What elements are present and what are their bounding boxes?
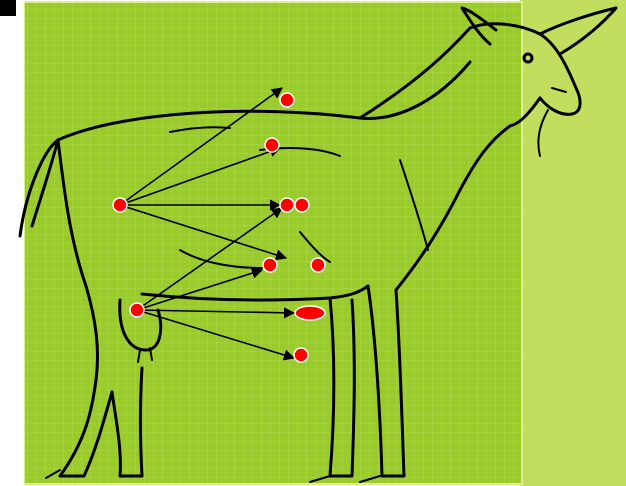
- goat-eye: [522, 52, 534, 64]
- goat-front-leg-left: [328, 296, 356, 478]
- goat-udder: [118, 298, 163, 352]
- goat-front-leg-right: [366, 284, 406, 478]
- outer-tint-strip: [520, 0, 626, 486]
- marker-6: [310, 257, 326, 273]
- arrow-7: [136, 307, 296, 319]
- marker-8: [293, 347, 309, 363]
- goat-chest: [394, 124, 512, 292]
- marker-7: [294, 305, 326, 321]
- marker-3: [279, 197, 295, 213]
- marker-1: [279, 92, 295, 108]
- goat-jaw: [508, 96, 542, 128]
- source-point-lower: [129, 302, 145, 318]
- arrow-2: [119, 146, 282, 206]
- goat-back: [56, 60, 472, 142]
- left-white-margin: [0, 0, 24, 486]
- arrow-group: [119, 87, 296, 361]
- arrow-1: [119, 87, 283, 206]
- arrow-6: [136, 267, 264, 311]
- marker-5: [262, 257, 278, 273]
- goat-belly: [140, 284, 370, 302]
- goat-rump: [56, 138, 99, 382]
- goat-outline: [18, 6, 618, 483]
- marker-4: [294, 197, 310, 213]
- marker-group: [112, 92, 326, 363]
- goat-hind-leg-right: [110, 366, 144, 478]
- panel-grid: [24, 2, 522, 484]
- goat-ear-right: [538, 6, 618, 56]
- goat-tail: [18, 138, 60, 238]
- marker-2: [264, 137, 280, 153]
- corner-mark: [0, 0, 16, 16]
- arrow-8: [136, 309, 296, 361]
- source-point-upper: [112, 197, 128, 213]
- goat-hind-leg-left: [58, 378, 114, 478]
- arrow-4: [119, 204, 288, 261]
- arrow-5: [136, 207, 283, 311]
- goat-neck: [358, 26, 472, 120]
- goat-head: [468, 22, 582, 116]
- goat-ear-left: [460, 6, 498, 46]
